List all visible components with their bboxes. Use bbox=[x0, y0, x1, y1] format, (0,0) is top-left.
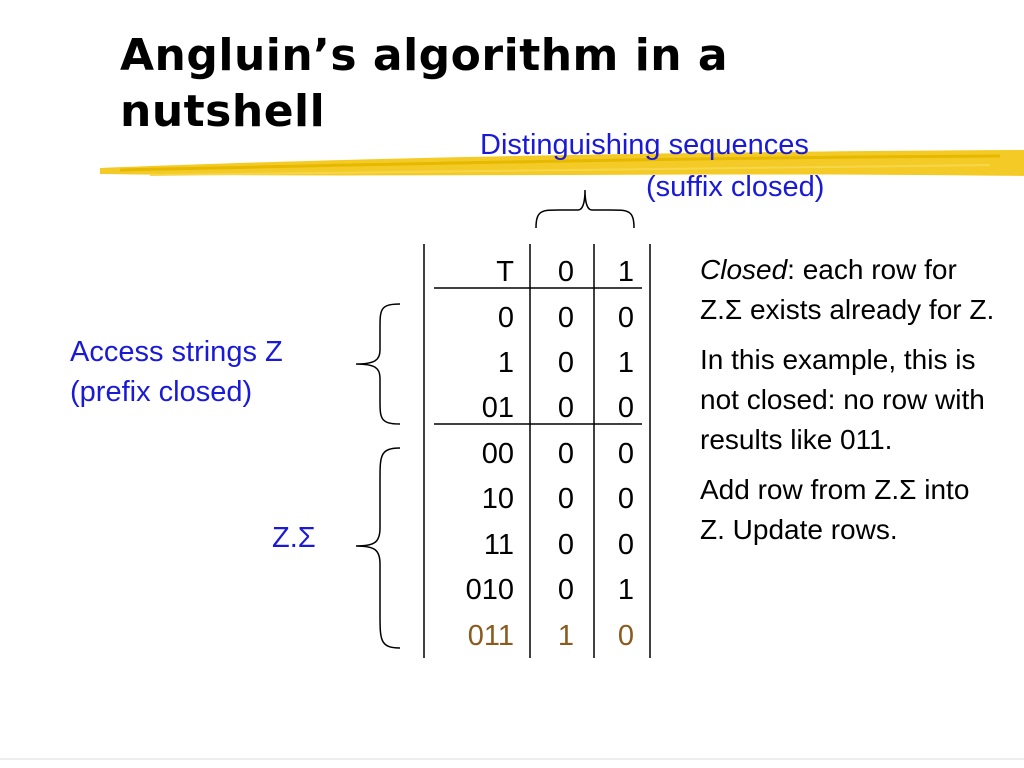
row-label: 1 bbox=[497, 347, 514, 379]
access-strings-line-1: Access strings Z bbox=[70, 336, 283, 368]
header-cell-0: 0 bbox=[557, 256, 575, 288]
row-value: 0 bbox=[557, 574, 575, 606]
distinguishing-sequences-line-1: Distinguishing sequences bbox=[480, 129, 809, 161]
explanation-notes: Closed: each row for Z.Σ exists already … bbox=[700, 250, 1000, 560]
row-value: 1 bbox=[617, 347, 635, 379]
row-value: 0 bbox=[617, 438, 635, 470]
suffix-closed-label: (suffix closed) bbox=[646, 170, 824, 204]
access-strings-brace bbox=[355, 303, 401, 425]
row-label: 00 bbox=[481, 438, 514, 470]
row-value: 0 bbox=[557, 392, 575, 424]
row-value: 0 bbox=[617, 529, 635, 561]
note-add-row: Add row from Z.Σ into Z. Update rows. bbox=[700, 474, 970, 545]
highlighted-row-value: 1 bbox=[557, 620, 575, 652]
note-not-closed: In this example, this is not closed: no … bbox=[700, 344, 985, 455]
row-label: 010 bbox=[465, 574, 514, 606]
highlighted-row-label: 011 bbox=[467, 620, 514, 652]
highlighted-row-value: 0 bbox=[617, 620, 635, 652]
row-label: 11 bbox=[483, 529, 514, 561]
row-value: 1 bbox=[617, 574, 635, 606]
row-value: 0 bbox=[557, 483, 575, 515]
row-value: 0 bbox=[617, 302, 635, 334]
bottom-divider bbox=[0, 758, 1024, 760]
z-sigma-label: Z.Σ bbox=[272, 522, 316, 554]
z-sigma-brace bbox=[355, 447, 401, 649]
row-value: 0 bbox=[617, 392, 635, 424]
table-lines bbox=[423, 244, 651, 658]
slide-title-line-1: Angluin’s algorithm in a bbox=[120, 30, 729, 81]
row-value: 0 bbox=[557, 302, 575, 334]
suffix-closed-line: (suffix closed) bbox=[646, 171, 825, 203]
row-value: 0 bbox=[557, 529, 575, 561]
slide-title-line-2: nutshell bbox=[120, 86, 326, 137]
row-value: 0 bbox=[557, 438, 575, 470]
note-closed-definition: Closed: each row for Z.Σ exists already … bbox=[700, 250, 1000, 330]
closed-term: Closed bbox=[700, 254, 788, 285]
slide-title: Angluin’s algorithm in a nutshell bbox=[120, 28, 728, 140]
closed-definition-text: : each row for Z.Σ exists already for Z. bbox=[700, 254, 995, 325]
access-strings-label: Access strings Z (prefix closed) bbox=[70, 332, 283, 412]
distinguishing-sequences-label: Distinguishing sequences bbox=[480, 128, 809, 162]
row-value: 0 bbox=[557, 347, 575, 379]
row-label: 0 bbox=[497, 302, 514, 334]
header-cell-t: T bbox=[496, 256, 514, 288]
prefix-closed-line: (prefix closed) bbox=[70, 376, 253, 408]
title-highlighter-stroke bbox=[100, 150, 1024, 176]
row-label: 01 bbox=[481, 392, 514, 424]
row-label: 10 bbox=[481, 483, 514, 515]
row-value: 0 bbox=[617, 483, 635, 515]
header-cell-1: 1 bbox=[617, 256, 635, 288]
columns-brace bbox=[535, 189, 635, 229]
